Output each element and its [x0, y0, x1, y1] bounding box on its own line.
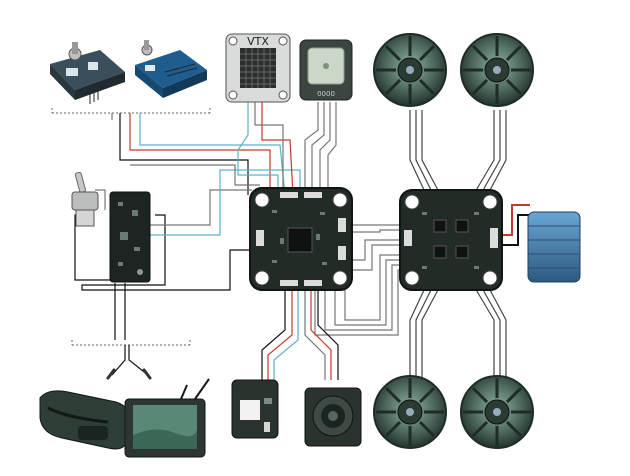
- antenna-connectors: [106, 368, 152, 380]
- wire: [261, 102, 294, 196]
- wire: [304, 102, 319, 195]
- wires: [74, 102, 530, 380]
- wire: [409, 110, 426, 193]
- power-distribution-icon: [109, 191, 151, 283]
- wire: [415, 287, 433, 378]
- camera-icon: [304, 387, 362, 447]
- wire: [273, 290, 299, 380]
- motor-icon: [373, 33, 447, 107]
- wire: [119, 113, 249, 195]
- wire: [81, 214, 250, 291]
- vtx-label: VTX: [247, 35, 269, 48]
- wire: [311, 102, 325, 195]
- wire: [319, 102, 331, 195]
- wire: [352, 229, 400, 233]
- battery-icon: [527, 211, 581, 283]
- motor-icon: [373, 375, 447, 449]
- wire: [502, 214, 530, 246]
- wire: [304, 290, 326, 380]
- motor-icon: [460, 375, 534, 449]
- wire: [150, 169, 301, 236]
- wire: [481, 287, 501, 378]
- wire: [237, 102, 279, 190]
- receiver-module-icon: [50, 42, 125, 104]
- wire: [488, 110, 507, 193]
- wire: [254, 102, 284, 188]
- wire: [415, 110, 433, 193]
- wire: [474, 110, 495, 193]
- wire: [111, 345, 126, 376]
- fpv-monitor-icon: [124, 378, 210, 458]
- gps-label: 0000: [317, 90, 335, 98]
- wire: [310, 290, 332, 380]
- wire: [317, 290, 339, 380]
- flight-controller-icon: [249, 187, 353, 291]
- fpv-goggles-icon: [39, 390, 131, 450]
- wire: [261, 290, 286, 380]
- wire: [128, 345, 149, 376]
- wire: [502, 204, 530, 236]
- wire: [474, 287, 495, 378]
- esc-board-icon: [399, 189, 503, 291]
- wire: [130, 164, 260, 186]
- wire: [267, 290, 293, 380]
- wire: [334, 259, 400, 326]
- motor-icon: [460, 33, 534, 107]
- receiver-module-icon: [135, 40, 207, 98]
- wire: [352, 239, 400, 261]
- wire: [344, 254, 400, 321]
- wire: [421, 110, 440, 193]
- wire: [327, 102, 337, 195]
- wire: [409, 287, 426, 378]
- wire: [350, 244, 400, 271]
- wire: [488, 287, 507, 378]
- gps-module-icon: 0000: [299, 39, 353, 101]
- wire: [481, 110, 501, 193]
- wire: [150, 189, 252, 226]
- osd-module-icon: [231, 379, 279, 439]
- vtx-module-icon: VTX: [225, 33, 291, 103]
- toggle-switch-icon: [71, 171, 99, 227]
- wire: [129, 113, 271, 195]
- wire: [324, 264, 400, 331]
- wire: [421, 287, 440, 378]
- wire: [95, 189, 106, 210]
